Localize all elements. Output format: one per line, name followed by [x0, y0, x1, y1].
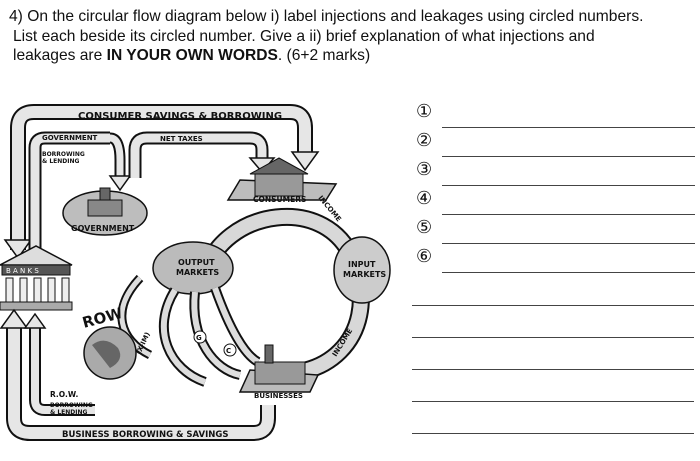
explanation-line[interactable] — [412, 337, 694, 338]
net-taxes-arrow: NET TAXES — [128, 131, 276, 178]
svg-text:MARKETS: MARKETS — [343, 270, 386, 279]
consumers-label: CONSUMERS — [253, 195, 306, 204]
svg-text:& LENDING: & LENDING — [42, 158, 79, 165]
answer-row-4: ④ — [410, 189, 695, 219]
explanation-line[interactable] — [412, 401, 694, 402]
government-label: GOVERNMENT — [71, 224, 135, 233]
svg-text:MARKETS: MARKETS — [176, 268, 219, 277]
row-globe: ROW — [80, 304, 137, 380]
business-borrowing-label: BUSINESS BORROWING & SAVINGS — [62, 430, 228, 440]
question-line-2: List each beside its circled number. Giv… — [13, 27, 595, 45]
output-markets: OUTPUT MARKETS — [152, 241, 234, 295]
answer-row-3: ③ — [410, 160, 695, 190]
government-borrowing-label: GOVERNMENT — [42, 134, 98, 142]
circular-flow-diagram: CONSUMER SAVINGS & BORROWING GOVERNMENT … — [0, 104, 391, 441]
banks-building: B A N K S — [0, 245, 73, 311]
svg-text:INPUT: INPUT — [348, 260, 376, 269]
svg-text:BORROWING: BORROWING — [50, 402, 93, 409]
answer-line[interactable] — [442, 272, 695, 273]
consumer-savings-arrow: CONSUMER SAVINGS & BORROWING — [3, 104, 320, 260]
government-borrowing-arrow: GOVERNMENT BORROWING & LENDING — [28, 131, 132, 250]
net-taxes-label: NET TAXES — [160, 135, 203, 143]
input-markets: INPUT MARKETS — [333, 236, 391, 304]
question-text: 4) On the circular flow diagram below i)… — [9, 7, 694, 66]
svg-text:BORROWING: BORROWING — [42, 151, 85, 158]
spending-flows: (X-IM) G C — [117, 274, 261, 387]
row-label: R.O.W. — [50, 390, 78, 399]
answer-row-1: ① — [410, 102, 695, 132]
business-borrowing-arrow: BUSINESS BORROWING & SAVINGS — [0, 308, 276, 441]
explanation-line[interactable] — [412, 433, 694, 434]
c-flow-label: C — [226, 347, 231, 355]
consumers-house: CONSUMERS — [226, 157, 338, 204]
businesses-factory: BUSINESSES — [238, 344, 320, 400]
g-flow-label: G — [196, 334, 202, 342]
answer-row-2: ② — [410, 131, 695, 161]
question-line-1: 4) On the circular flow diagram below i)… — [9, 8, 644, 25]
question-line-3: leakages are IN YOUR OWN WORDS. (6+2 mar… — [13, 47, 371, 64]
answer-line[interactable] — [442, 243, 695, 244]
svg-text:& LENDING: & LENDING — [50, 409, 87, 416]
answer-line[interactable] — [442, 214, 695, 215]
emphasis-own-words: IN YOUR OWN WORDS — [106, 47, 278, 64]
banks-label: B A N K S — [6, 267, 39, 275]
row-borrowing-arrow: R.O.W. BORROWING & LENDING — [23, 312, 95, 416]
answer-line[interactable] — [442, 156, 695, 157]
svg-text:OUTPUT: OUTPUT — [178, 258, 215, 267]
answer-row-6: ⑥ — [410, 247, 695, 277]
answer-line[interactable] — [442, 185, 695, 186]
explanation-line[interactable] — [412, 369, 694, 370]
consumer-savings-label: CONSUMER SAVINGS & BORROWING — [78, 111, 282, 122]
businesses-label: BUSINESSES — [254, 392, 303, 400]
answer-row-5: ⑤ — [410, 218, 695, 248]
government-building: GOVERNMENT — [62, 187, 148, 236]
answer-line[interactable] — [442, 127, 695, 128]
explanation-line[interactable] — [412, 305, 694, 306]
